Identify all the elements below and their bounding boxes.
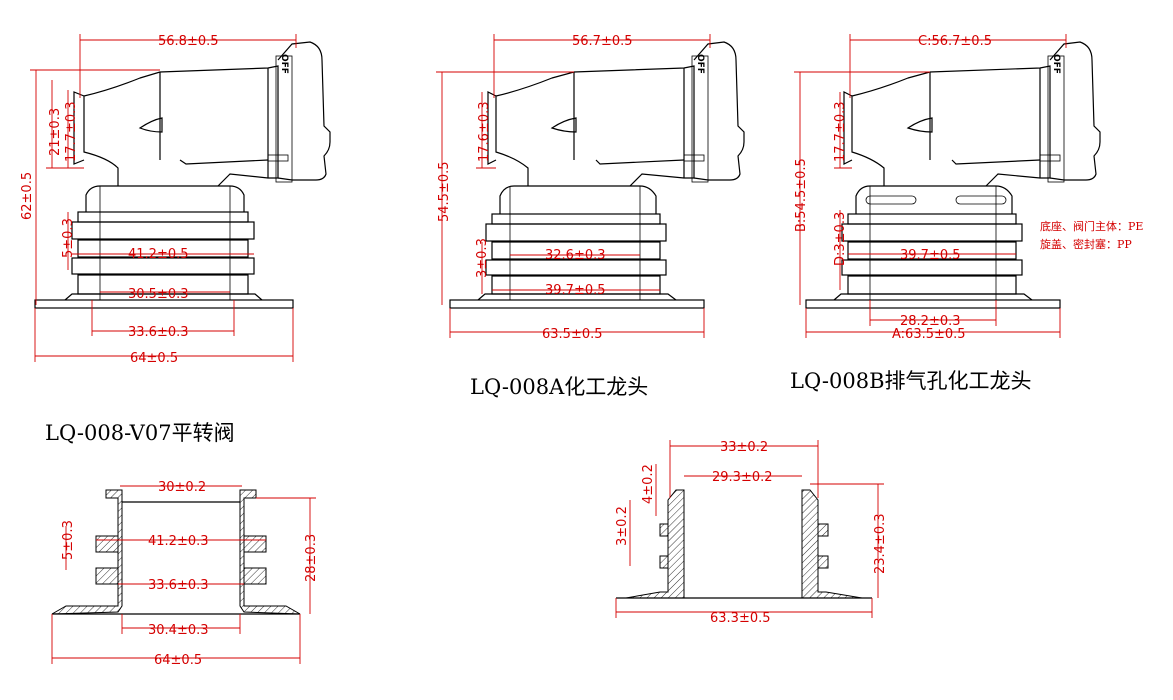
v07-dim-top-width: 56.8±0.5 [158, 34, 219, 49]
b-dim-inner-d: 28.2±0.3 [900, 314, 961, 329]
b-dim-thread-pitch: D:3±0.3 [833, 212, 848, 266]
a-off-label: OFF [695, 54, 705, 74]
v07-dim-total-height: 62±0.5 [20, 172, 35, 220]
base2-dim-base-w: 63.3±0.5 [710, 611, 771, 626]
b-dim-thread-d: 39.7±0.5 [900, 248, 961, 263]
base1-dim-inner-d: 30.4±0.3 [148, 623, 209, 638]
valve-a-drawing: OFF [449, 41, 745, 309]
a-dim-17: 17.6±0.3 [477, 101, 492, 162]
v07-dim-17: 17.7±0.3 [64, 101, 79, 162]
base1-dim-top-d: 30±0.2 [158, 480, 206, 495]
v07-dim-thread-pitch: 5±0.3 [61, 218, 76, 258]
v07-dim-root-d: 33.6±0.3 [128, 325, 189, 340]
b-dim-base-w: A:63.5±0.5 [892, 327, 966, 342]
base1-dim-root-d: 33.6±0.3 [148, 578, 209, 593]
base2-dim-3: 3±0.2 [615, 506, 630, 546]
material-note-1: 底座、阀门主体：PE [1040, 219, 1143, 233]
b-dim-total-height: B:54.5±0.5 [794, 158, 809, 232]
a-dim-thread-d: 39.7±0.5 [545, 283, 606, 298]
base2-dim-outer-d: 33±0.2 [720, 440, 768, 455]
base1-dim-thread-pitch: 5±0.3 [61, 520, 76, 560]
v07-off-label: OFF [279, 54, 289, 74]
b-off-label: OFF [1051, 54, 1061, 74]
valve-v07-drawing: OFF [34, 41, 331, 309]
base-section-1-drawing [51, 489, 301, 615]
base1-dim-thread-d: 41.2±0.3 [148, 534, 209, 549]
a-dimensions: 56.7±0.5 54.5±0.5 17.6±0.3 3±0.3 32.6±0.… [436, 34, 711, 342]
base2-dim-4: 4±0.2 [641, 464, 656, 504]
v07-dim-thread-d: 41.2±0.5 [128, 247, 189, 262]
base-section-1-dimensions: 30±0.2 5±0.3 41.2±0.3 28±0.3 33.6±0.3 30… [51, 480, 319, 668]
base1-dim-base-w: 64±0.5 [154, 653, 202, 668]
v07-dimensions: 56.8±0.5 62±0.5 21±0.3 17.7±0.3 5±0.3 41… [20, 34, 297, 366]
caption-lq-008a: LQ-008A化工龙头 [470, 375, 648, 399]
base-section-2-drawing [616, 489, 872, 599]
base1-dim-height: 28±0.3 [304, 534, 319, 582]
base-section-2-dimensions: 33±0.2 29.3±0.2 4±0.2 3±0.2 23.4±0.3 63.… [615, 440, 888, 626]
valve-b-drawing: OFF [805, 41, 1101, 309]
v07-dim-21: 21±0.3 [48, 108, 63, 156]
a-dim-inner-d: 32.6±0.3 [545, 248, 606, 263]
b-dimensions: C:56.7±0.5 B:54.5±0.5 17.7±0.3 D:3±0.3 3… [794, 34, 1067, 342]
caption-lq-008-v07: LQ-008-V07平转阀 [45, 421, 235, 445]
a-dim-thread-pitch: 3±0.3 [475, 238, 490, 278]
a-dim-total-height: 54.5±0.5 [437, 161, 452, 222]
material-note-2: 旋盖、密封塞：PP [1040, 237, 1132, 251]
v07-dim-inner-d: 30.5±0.3 [128, 287, 189, 302]
b-dim-top-width: C:56.7±0.5 [918, 34, 992, 49]
caption-lq-008b: LQ-008B排气孔化工龙头 [790, 369, 1032, 393]
base2-dim-inner-d: 29.3±0.2 [712, 470, 773, 485]
a-dim-top-width: 56.7±0.5 [572, 34, 633, 49]
base2-dim-height: 23.4±0.3 [873, 513, 888, 574]
a-dim-base-w: 63.5±0.5 [542, 327, 603, 342]
v07-dim-base-w: 64±0.5 [130, 351, 178, 366]
b-dim-17: 17.7±0.3 [833, 101, 848, 162]
